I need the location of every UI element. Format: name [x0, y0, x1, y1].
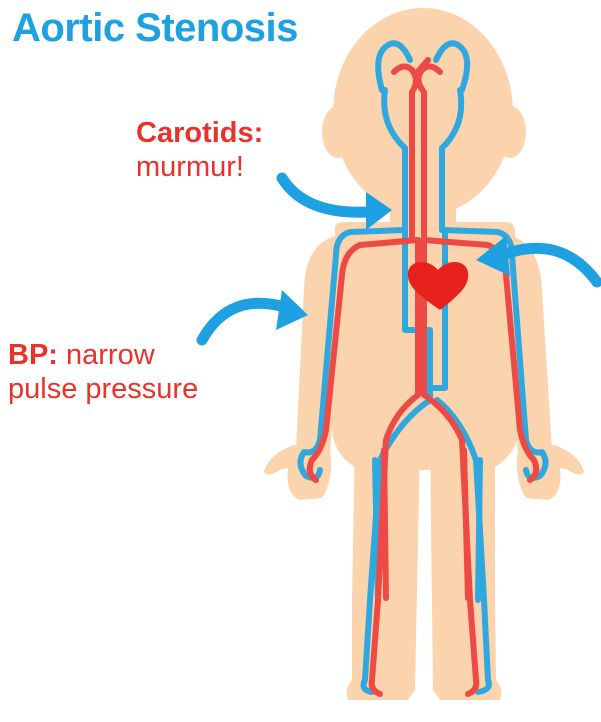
diagram-title: Aortic Stenosis: [12, 6, 298, 51]
carotid-heading: Carotids:: [136, 117, 263, 149]
bp-finding-line2: pulse pressure: [8, 372, 198, 406]
bp-arrow: [202, 290, 308, 340]
curved-arrow-icon: [282, 178, 368, 212]
bp-heading: BP:: [8, 339, 58, 371]
carotid-finding: murmur!: [136, 150, 263, 184]
bp-finding-line1: narrow: [66, 339, 155, 371]
curved-arrow-icon: [202, 303, 288, 340]
bp-annotation: BP: narrow pulse pressure: [8, 338, 198, 406]
carotid-annotation: Carotids: murmur!: [136, 116, 263, 184]
